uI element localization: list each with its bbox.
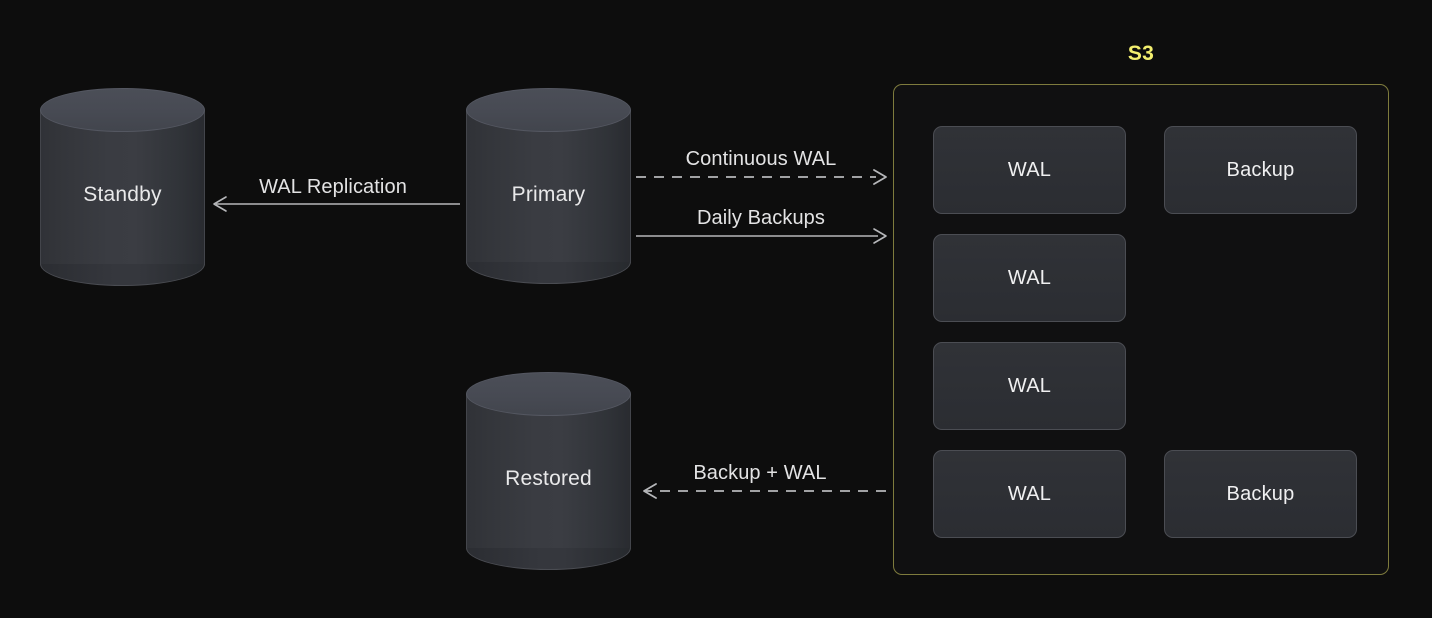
node-restored[interactable]: Restored xyxy=(466,372,631,572)
s3-card-slot-empty-2 xyxy=(1164,234,1357,322)
primary-cylinder-top xyxy=(466,88,631,132)
connector-wal-replication-label: WAL Replication xyxy=(259,176,407,198)
s3-card-wal-3[interactable]: WAL xyxy=(933,342,1126,430)
wal-replication-arrowhead xyxy=(213,196,227,212)
restored-cylinder-body xyxy=(466,394,631,548)
connector-continuous-wal-label: Continuous WAL xyxy=(685,148,837,170)
connector-continuous-wal xyxy=(636,169,887,185)
connector-wal-replication xyxy=(206,196,460,212)
backup-plus-wal-arrowhead xyxy=(643,483,657,499)
standby-cylinder-top xyxy=(40,88,205,132)
node-primary[interactable]: Primary xyxy=(466,88,631,286)
s3-card-wal-4[interactable]: WAL xyxy=(933,450,1126,538)
s3-card-wal-1[interactable]: WAL xyxy=(933,126,1126,214)
s3-object-grid: WAL Backup WAL WAL WAL Backup xyxy=(933,126,1357,538)
standby-cylinder-body xyxy=(40,110,205,264)
connector-daily-backups xyxy=(636,228,887,244)
node-standby[interactable]: Standby xyxy=(40,88,205,288)
restored-cylinder-top xyxy=(466,372,631,416)
continuous-wal-arrowhead xyxy=(873,169,887,185)
s3-card-backup-2[interactable]: Backup xyxy=(1164,450,1357,538)
s3-card-backup-1[interactable]: Backup xyxy=(1164,126,1357,214)
s3-card-slot-empty-3 xyxy=(1164,342,1357,430)
primary-cylinder-body xyxy=(466,110,631,262)
daily-backups-arrowhead xyxy=(873,228,887,244)
connector-backup-plus-wal-label: Backup + WAL xyxy=(693,462,827,484)
connector-daily-backups-label: Daily Backups xyxy=(696,207,826,229)
s3-group-title: S3 xyxy=(1127,42,1155,65)
s3-group-box[interactable]: WAL Backup WAL WAL WAL Backup xyxy=(893,84,1389,575)
s3-card-wal-2[interactable]: WAL xyxy=(933,234,1126,322)
connector-backup-plus-wal xyxy=(634,483,886,499)
